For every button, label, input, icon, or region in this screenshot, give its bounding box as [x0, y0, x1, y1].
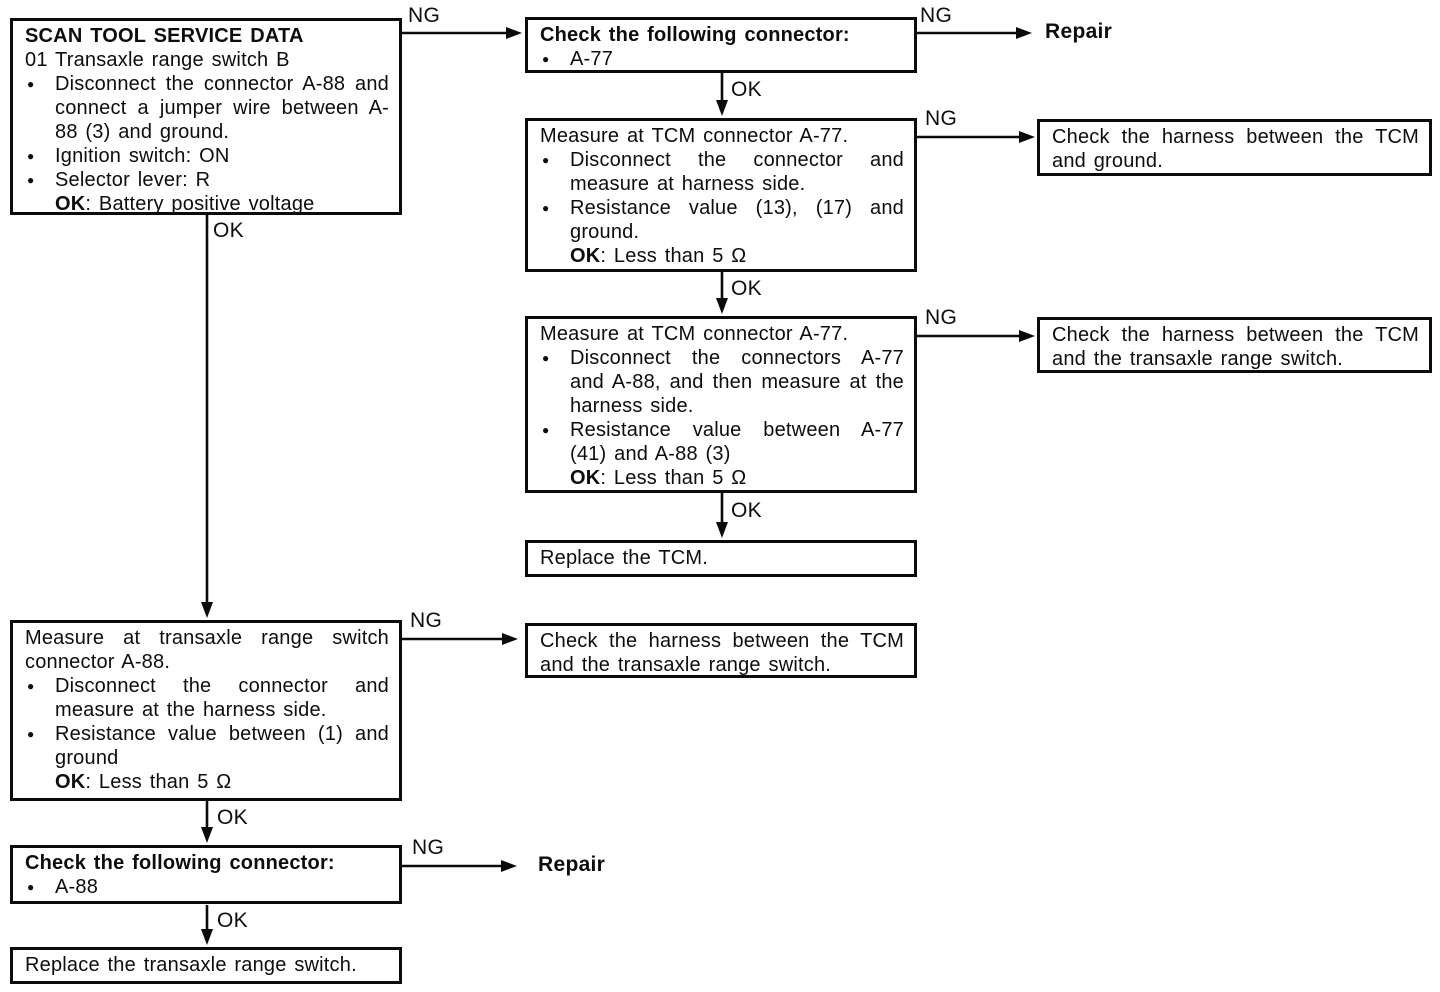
bullet-item: ● Resistance value between (1) and groun… [25, 722, 389, 770]
bullet-item: ● Disconnect the connector and measure a… [25, 674, 389, 722]
bullet-item: ● Disconnect the connector and measure a… [540, 148, 904, 196]
bullet-icon: ● [27, 679, 35, 693]
label-ng-4: NG [925, 306, 958, 329]
box-text: Check the harness between the TCM and gr… [1052, 126, 1419, 172]
label-ok-2: OK [213, 219, 244, 242]
label-ng-1: NG [408, 4, 441, 27]
bullet-text: Ignition switch: ON [55, 145, 230, 167]
box-text: Check the harness between the TCM and th… [540, 630, 904, 676]
box-scan-tool-service-data: SCAN TOOL SERVICE DATA 01 Transaxle rang… [10, 18, 402, 215]
label-ok-4: OK [731, 499, 762, 522]
box-check-connector-a88: Check the following connector: ● A-88 [10, 845, 402, 904]
label-ng-2: NG [920, 4, 953, 27]
box-title: Check the following connector: [540, 24, 850, 46]
bullet-text: Resistance value between (1) and ground [55, 723, 389, 769]
bullet-icon: ● [27, 149, 35, 163]
label-ng-3: NG [925, 107, 958, 130]
label-repair-2: Repair [538, 853, 606, 876]
bullet-icon: ● [27, 173, 35, 187]
box-text: Replace the TCM. [540, 547, 709, 569]
box-measure-range-switch: Measure at transaxle range switch connec… [10, 620, 402, 801]
bullet-text: A-88 [55, 876, 99, 898]
bullet-text: Resistance value (13), (17) and ground. [570, 197, 904, 243]
box-check-harness-tcm-switch-bottom: Check the harness between the TCM and th… [525, 623, 917, 678]
ok-condition: OK: Less than 5 Ω [55, 771, 232, 793]
box-check-connector-a77: Check the following connector: ● A-77 [525, 17, 917, 73]
bullet-item: ● Disconnect the connectors A-77 and A-8… [540, 346, 904, 418]
bullet-icon: ● [542, 153, 550, 167]
bullet-text: Selector lever: R [55, 169, 211, 191]
bullet-item: ● Resistance value (13), (17) and ground… [540, 196, 904, 244]
box-check-harness-tcm-switch-top: Check the harness between the TCM and th… [1037, 317, 1432, 373]
bullet-text: Disconnect the connector and measure at … [55, 675, 389, 721]
box-measure-tcm-2: Measure at TCM connector A-77. ● Disconn… [525, 316, 917, 493]
box-subtitle: 01 Transaxle range switch B [25, 49, 290, 71]
label-ok-1: OK [731, 78, 762, 101]
bullet-text: Disconnect the connectors A-77 and A-88,… [570, 347, 904, 417]
bullet-icon: ● [542, 351, 550, 365]
bullet-item: ● Ignition switch: ON [25, 144, 389, 168]
bullet-text: A-77 [570, 48, 614, 70]
bullet-icon: ● [542, 52, 550, 66]
bullet-icon: ● [27, 880, 35, 894]
box-title: SCAN TOOL SERVICE DATA [25, 25, 304, 47]
bullet-text: Disconnect the connector and measure at … [570, 149, 904, 195]
bullet-icon: ● [27, 727, 35, 741]
bullet-item: ● Disconnect the connector A-88 and conn… [25, 72, 389, 144]
box-title: Measure at TCM connector A-77. [540, 125, 849, 147]
box-check-harness-tcm-ground: Check the harness between the TCM and gr… [1037, 119, 1432, 176]
label-ng-5: NG [410, 609, 443, 632]
bullet-icon: ● [542, 423, 550, 437]
bullet-text: Resistance value between A-77 (41) and A… [570, 419, 904, 465]
box-title: Check the following connector: [25, 852, 335, 874]
label-ok-5: OK [217, 806, 248, 829]
bullet-text: Disconnect the connector A-88 and connec… [55, 73, 389, 143]
ok-condition: OK: Battery positive voltage [55, 193, 315, 215]
label-repair-1: Repair [1045, 20, 1113, 43]
box-measure-tcm-1: Measure at TCM connector A-77. ● Disconn… [525, 118, 917, 272]
box-title: Measure at TCM connector A-77. [540, 323, 849, 345]
bullet-icon: ● [542, 201, 550, 215]
label-ok-6: OK [217, 909, 248, 932]
bullet-item: ● A-88 [25, 875, 389, 899]
bullet-item: ● Resistance value between A-77 (41) and… [540, 418, 904, 466]
label-ok-3: OK [731, 277, 762, 300]
bullet-item: ● A-77 [540, 47, 904, 71]
bullet-item: ● Selector lever: R [25, 168, 389, 192]
label-ng-6: NG [412, 836, 445, 859]
box-title: Measure at transaxle range switch connec… [25, 627, 389, 673]
box-text: Replace the transaxle range switch. [25, 954, 357, 976]
box-text: Check the harness between the TCM and th… [1052, 324, 1419, 370]
box-replace-range-switch: Replace the transaxle range switch. [10, 947, 402, 984]
box-replace-tcm: Replace the TCM. [525, 540, 917, 577]
ok-condition: OK: Less than 5 Ω [570, 245, 747, 267]
bullet-icon: ● [27, 77, 35, 91]
ok-condition: OK: Less than 5 Ω [570, 467, 747, 489]
